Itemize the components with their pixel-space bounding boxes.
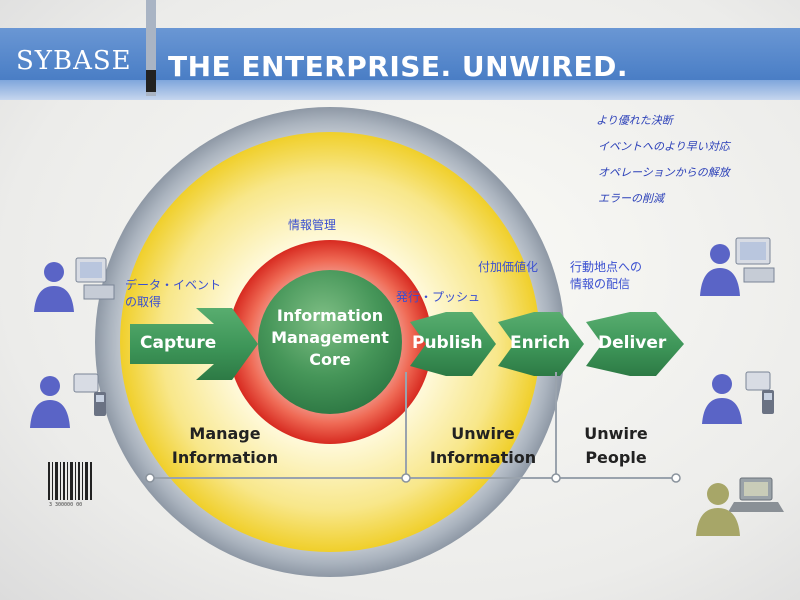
manage-information-label: Manage Information [160,422,290,470]
timeline-node-1 [145,473,155,483]
unwire-people-label-line1: Unwire [584,424,648,443]
benefit-item-2: イベントへのより早い対応 [598,140,730,153]
benefit-item-1: より優れた決断 [596,114,673,127]
timeline-node-3 [551,473,561,483]
enrich-arrow [498,312,584,376]
core-circle [258,270,402,414]
publish-arrow-label: Publish [412,333,483,353]
person-computer-icon-left-top [34,257,115,312]
barcode-icon [48,462,92,500]
barcode-caption: 3 300000 00 [49,502,83,508]
data-event-label-line2: の取得 [125,295,162,309]
value-added-label: 付加価値化 [478,260,539,274]
info-management-label: 情報管理 [288,218,337,232]
benefit-item-3: オペレーションからの解放 [598,166,730,179]
header-divider-bar-dark [146,70,156,92]
unwire-people-label-line2: People [585,448,647,467]
core-label-line1: Information [276,306,384,325]
person-phone-icon-left-bottom [30,373,106,428]
information-management-core-label: Information Management Core [255,305,405,371]
unwire-people-label: Unwire People [566,422,666,470]
timeline-node-4 [671,473,681,483]
manage-label-line1: Manage [189,424,261,443]
timeline-node-2 [401,473,411,483]
sybase-logo: SYBASE [16,46,132,76]
benefit-item-4: エラーの削減 [598,192,664,205]
person-laptop-icon-right-bottom [696,477,784,536]
capture-arrow-label: Capture [140,333,217,353]
person-computer-icon-right-top [700,237,775,296]
core-label-line3: Core [309,350,351,369]
unwire-info-label-line1: Unwire [451,424,515,443]
publish-arrow [410,312,496,376]
core-label-line2: Management [271,328,389,347]
deliver-arrow [586,312,684,376]
unwire-info-label-line2: Information [429,448,537,467]
delivery-label-line2: 情報の配信 [570,277,631,291]
delivery-label-line1: 行動地点への [570,260,643,274]
capture-arrow [130,308,258,380]
manage-label-line2: Information [171,448,279,467]
publish-push-label: 発行・プッシュ [396,290,481,304]
slide-title: THE ENTERPRISE. UNWIRED. [168,50,628,83]
enrich-arrow-label: Enrich [510,333,571,353]
header-gradient [0,80,800,100]
data-event-label-line1: データ・イベント [125,278,222,292]
header-divider-bar [146,0,156,96]
deliver-arrow-label: Deliver [598,333,667,353]
unwire-information-label: Unwire Information [418,422,548,470]
person-phone-icon-right-middle [702,371,774,424]
